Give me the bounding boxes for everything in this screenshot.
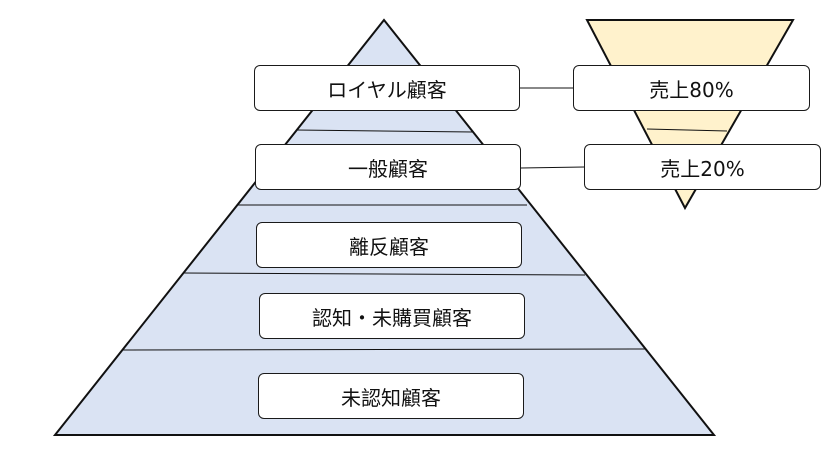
- pyramid-divider-3: [182, 272, 586, 276]
- general-customer-label: 一般顧客: [255, 144, 521, 190]
- sales-20-label: 売上20%: [584, 144, 821, 190]
- funnel-divider: [646, 128, 728, 132]
- unaware-customer-label: 未認知顧客: [258, 373, 524, 419]
- loyal-customer-label: ロイヤル顧客: [254, 65, 520, 111]
- churned-customer-label: 離反顧客: [256, 222, 522, 268]
- pyramid-divider-1: [295, 129, 474, 133]
- sales-80-label: 売上80%: [573, 65, 810, 111]
- aware-non-buyer-label: 認知・未購買顧客: [259, 293, 525, 339]
- connector-general-sales20: [520, 166, 585, 169]
- pyramid-divider-4: [122, 348, 647, 351]
